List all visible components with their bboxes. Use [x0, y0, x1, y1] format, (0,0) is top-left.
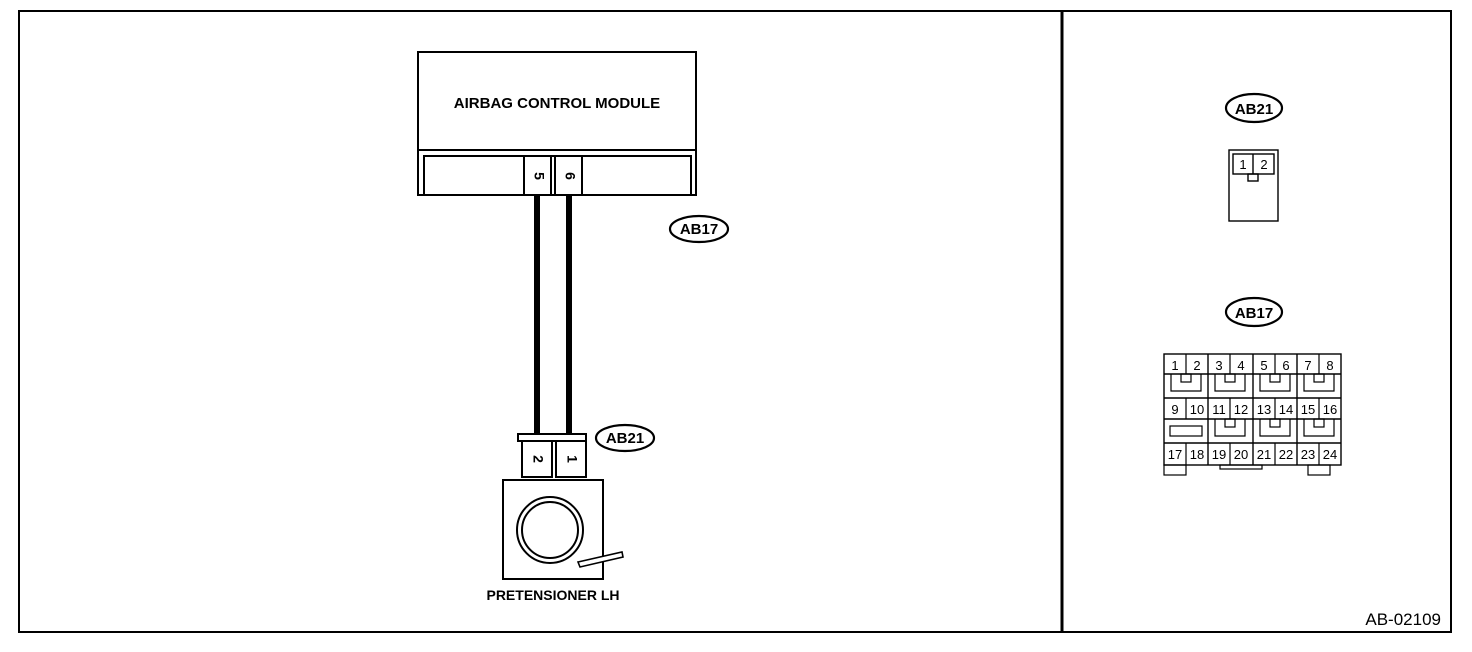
- module-pin-6: 6: [562, 172, 578, 180]
- ab17-pin-24: 24: [1323, 447, 1337, 462]
- airbag-control-module: AIRBAG CONTROL MODULE 5 6: [417, 51, 697, 196]
- wire-pin5-to-pin2: [534, 195, 540, 435]
- side-ab21-tag-label: AB21: [1235, 101, 1273, 118]
- ab17-connector-tag: AB17: [668, 214, 730, 244]
- side-ab21-pin-2: 2: [1260, 157, 1267, 172]
- ab21-pin-1: 1: [564, 455, 580, 463]
- diagram-frame: [18, 10, 1452, 633]
- ab17-pin-1: 1: [1171, 358, 1178, 373]
- ab17-pin-4: 4: [1237, 358, 1244, 373]
- ab17-pin-8: 8: [1326, 358, 1333, 373]
- ab17-pin-23: 23: [1301, 447, 1315, 462]
- ab17-pin-22: 22: [1279, 447, 1293, 462]
- ab17-pin-3: 3: [1215, 358, 1222, 373]
- ab17-pin-11: 11: [1212, 402, 1226, 417]
- ab17-pin-12: 12: [1234, 402, 1248, 417]
- module-pin-5: 5: [531, 172, 547, 180]
- side-ab17-tag-label: AB17: [1235, 305, 1273, 322]
- side-ab21-pin-1: 1: [1239, 157, 1246, 172]
- ab17-pin-9: 9: [1171, 402, 1178, 417]
- ab17-tag-label: AB17: [680, 221, 718, 238]
- ab17-pin-15: 15: [1301, 402, 1315, 417]
- pretensioner-lh: PRETENSIONER LH: [486, 479, 624, 603]
- ab17-pin-13: 13: [1257, 402, 1271, 417]
- ab21-face-view: AB21 1 2: [1224, 92, 1284, 222]
- ab17-pin-14: 14: [1279, 402, 1293, 417]
- diagram-code: AB-02109: [1365, 610, 1441, 629]
- ab17-face-view: AB17: [1163, 296, 1342, 476]
- ab17-pin-17: 17: [1168, 447, 1182, 462]
- ab17-pin-19: 19: [1212, 447, 1226, 462]
- pretensioner-label: PRETENSIONER LH: [486, 587, 619, 603]
- ab17-pin-7: 7: [1304, 358, 1311, 373]
- ab17-pin-5: 5: [1260, 358, 1267, 373]
- ab21-tag-label: AB21: [606, 430, 644, 447]
- ab17-pin-18: 18: [1190, 447, 1204, 462]
- ab17-pin-6: 6: [1282, 358, 1289, 373]
- belt-spool-icon: [516, 496, 584, 564]
- ab21-connector: 2 1: [517, 433, 587, 478]
- ab17-pin-2: 2: [1193, 358, 1200, 373]
- harness-wires: [534, 195, 572, 435]
- ab17-pin-16: 16: [1323, 402, 1337, 417]
- ab17-pin-21: 21: [1257, 447, 1271, 462]
- ab17-pin-10: 10: [1190, 402, 1204, 417]
- wire-pin6-to-pin1: [566, 195, 572, 435]
- module-title: AIRBAG CONTROL MODULE: [454, 95, 660, 112]
- ab21-pin-2: 2: [530, 455, 546, 463]
- ab21-connector-tag: AB21: [594, 423, 656, 453]
- ab17-pin-20: 20: [1234, 447, 1248, 462]
